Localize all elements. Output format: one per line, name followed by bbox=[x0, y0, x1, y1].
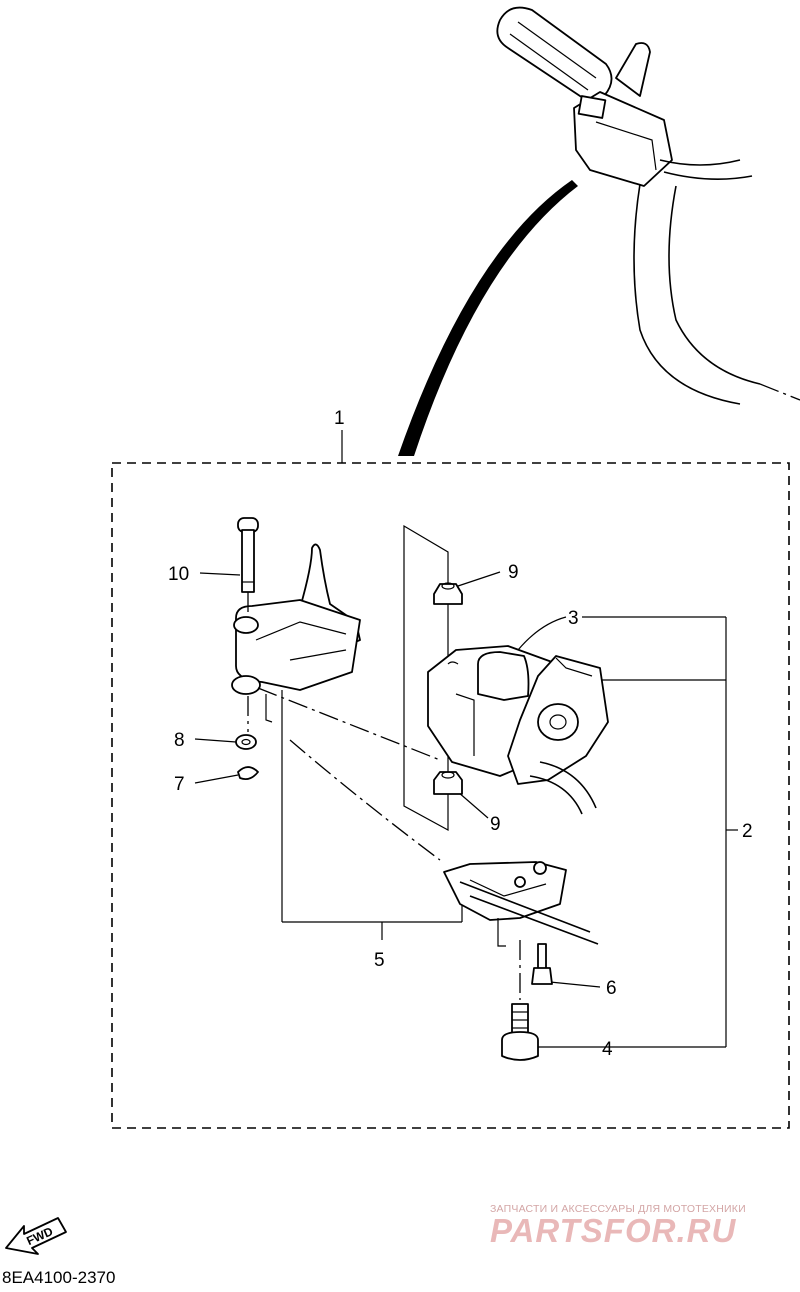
diagram-code: 8EA4100-2370 bbox=[2, 1268, 116, 1287]
callout-brackets bbox=[194, 430, 738, 1048]
cable-clamp bbox=[443, 861, 599, 1000]
cable-route-line bbox=[257, 687, 441, 761]
handlebar-grip-assembly bbox=[496, 6, 800, 405]
callout-9-lower: 9 bbox=[490, 814, 501, 835]
lever-bracket bbox=[231, 517, 361, 781]
assembly-boundary bbox=[111, 462, 790, 1129]
watermark-tagline: ЗАПЧАСТИ И АКСЕССУАРЫ ДЛЯ МОТОТЕХНИКИ bbox=[490, 1203, 746, 1215]
watermark: ЗАПЧАСТИ И АКСЕССУАРЫ ДЛЯ МОТОТЕХНИКИ PA… bbox=[490, 1203, 746, 1249]
callout-8: 8 bbox=[174, 730, 185, 751]
assembly-pointer-leader bbox=[398, 180, 578, 456]
callout-9-upper: 9 bbox=[508, 562, 519, 583]
callout-2: 2 bbox=[742, 821, 753, 842]
callout-1: 1 bbox=[334, 408, 345, 429]
callout-5: 5 bbox=[374, 950, 385, 971]
watermark-brand: PARTSFOR.RU bbox=[490, 1212, 736, 1249]
callout-6: 6 bbox=[606, 978, 617, 999]
cable-route-line-lower bbox=[289, 739, 441, 861]
callout-3: 3 bbox=[568, 608, 579, 629]
callout-10: 10 bbox=[168, 564, 189, 585]
callout-7: 7 bbox=[174, 774, 185, 795]
throttle-housing bbox=[427, 582, 609, 815]
fwd-arrow-icon: FWD bbox=[5, 1217, 67, 1255]
fasteners bbox=[501, 943, 553, 1061]
callout-4: 4 bbox=[602, 1039, 613, 1060]
